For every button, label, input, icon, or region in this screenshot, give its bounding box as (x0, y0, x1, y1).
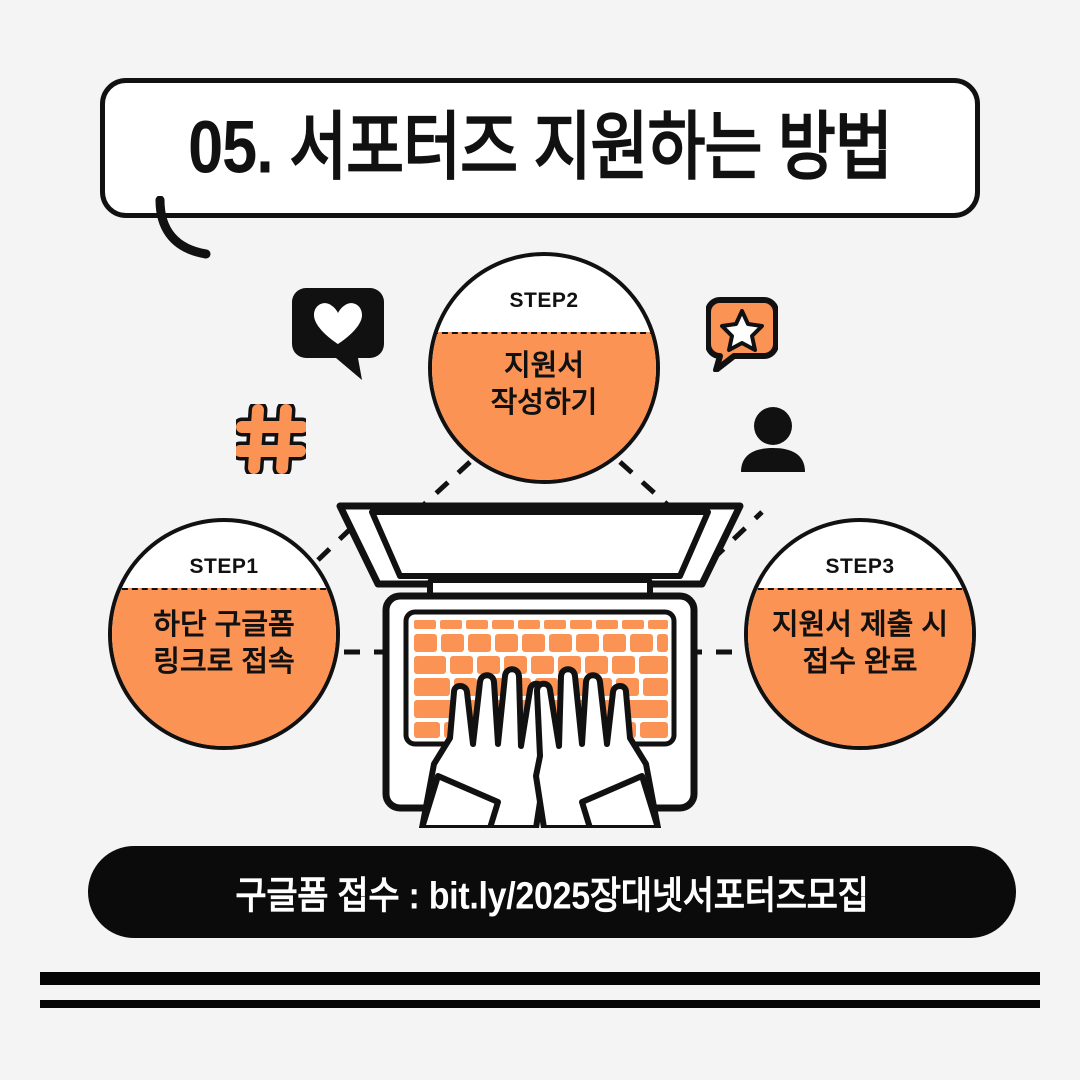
step-circle-3-divider (748, 588, 972, 590)
step-circle-1[interactable]: STEP1 하단 구글폼 링크로 접속 (108, 518, 340, 750)
person-icon (741, 407, 805, 472)
step-circle-1-divider (112, 588, 336, 590)
step-circle-1-label: STEP1 (189, 555, 259, 578)
step-circle-3-label: STEP3 (825, 555, 895, 578)
laptop-typing-hands-illustration (336, 502, 744, 828)
star-speech-bubble-icon (706, 297, 778, 372)
title-speech-box: 05. 서포터즈 지원하는 방법 (100, 78, 980, 218)
step-circle-2-label: STEP2 (509, 289, 579, 312)
google-form-link-text: 구글폼 접수 : bit.ly/2025장대넷서포터즈모집 (235, 874, 869, 918)
speech-bubble-tail-icon (155, 196, 211, 259)
bottom-rule-thin (40, 1000, 1040, 1008)
step-circle-3[interactable]: STEP3 지원서 제출 시 접수 완료 (744, 518, 976, 750)
page-title: 05. 서포터즈 지원하는 방법 (188, 106, 893, 189)
step-circle-3-fill (748, 588, 972, 746)
step-circle-2-fill (432, 332, 656, 480)
step-circle-2-text: 지원서 작성하기 (490, 350, 598, 420)
heart-speech-bubble-icon (292, 288, 384, 380)
step-circle-2[interactable]: STEP2 지원서 작성하기 (428, 252, 660, 484)
step-circle-2-divider (432, 332, 656, 334)
bottom-rule-thick (40, 972, 1040, 985)
step-circle-1-fill (112, 588, 336, 746)
step-circle-1-text: 하단 구글폼 링크로 접속 (153, 609, 295, 679)
google-form-link-banner[interactable]: 구글폼 접수 : bit.ly/2025장대넷서포터즈모집 (88, 846, 1016, 938)
hashtag-icon (236, 404, 306, 474)
step-circle-3-text: 지원서 제출 시 접수 완료 (771, 609, 949, 679)
